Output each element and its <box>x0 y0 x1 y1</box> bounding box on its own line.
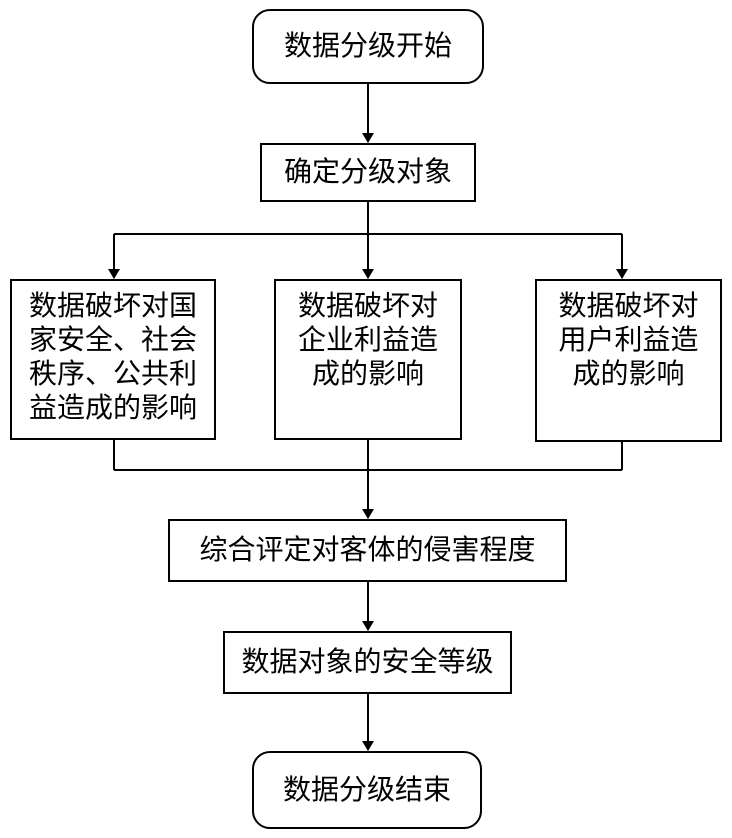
impact-national-node: 数据破坏对国 家安全、社会 秩序、公共利 益造成的影响 <box>10 279 216 440</box>
impact-user-node: 数据破坏对 用户利益造 成的影响 <box>535 279 722 442</box>
impact-enterprise-node: 数据破坏对 企业利益造 成的影响 <box>274 279 462 440</box>
end-node: 数据分级结束 <box>252 751 482 829</box>
level-node: 数据对象的安全等级 <box>223 631 512 694</box>
assess-node: 综合评定对客体的侵害程度 <box>168 519 567 582</box>
start-node: 数据分级开始 <box>252 9 484 84</box>
object-node: 确定分级对象 <box>260 143 476 202</box>
